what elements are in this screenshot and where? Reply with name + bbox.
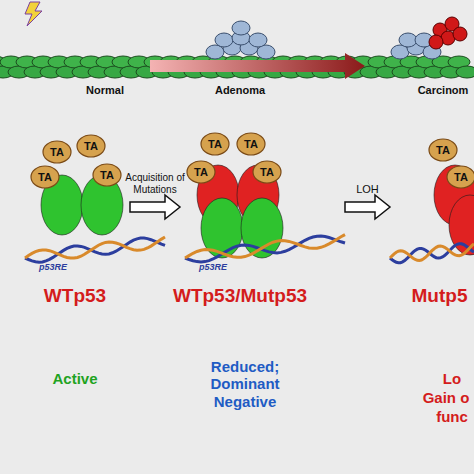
dna-strand	[390, 244, 474, 263]
step-label: LOH	[345, 183, 390, 196]
adenoma-cell	[399, 33, 417, 47]
ta-shape	[237, 133, 265, 155]
genotype-label: WTp53/Mutp53	[160, 285, 320, 307]
carcinoma-cell	[429, 35, 443, 49]
ta-shape	[253, 161, 281, 183]
adenoma-cell	[249, 33, 267, 47]
activity-label: Reduced; Dominant Negative	[200, 358, 290, 410]
ta-shape	[93, 164, 121, 186]
element-label: p53RE	[188, 262, 238, 272]
ta-shape	[429, 139, 457, 161]
domain-label: TA	[186, 160, 216, 184]
activity-label: Gain o	[418, 389, 474, 406]
dna-helix	[25, 235, 474, 263]
domain-label: TA	[30, 165, 60, 189]
step-arrow	[130, 195, 390, 219]
ta-shape	[77, 135, 105, 157]
stage-label: Adenoma	[205, 84, 275, 97]
ta-shape	[43, 141, 71, 163]
ta-domain: TA	[252, 160, 282, 184]
ta-shape	[187, 161, 215, 183]
ta-shape	[31, 166, 59, 188]
carcinoma-cell	[453, 27, 467, 41]
activity-label: func	[430, 408, 474, 425]
ta-domain: TA	[30, 165, 60, 189]
stage-label: Normal	[75, 84, 135, 97]
progression-arrow	[150, 53, 365, 79]
cell-layer	[0, 17, 474, 78]
domain-label: TA	[236, 132, 266, 156]
domain-label: TA	[428, 138, 458, 162]
ta-domain: TA	[76, 134, 106, 158]
genotype-label: Mutp5	[405, 285, 474, 307]
ta-domain: TA	[92, 163, 122, 187]
element-label: p53RE	[28, 262, 78, 272]
dna-strand	[390, 244, 474, 261]
ta-domain: TA	[236, 132, 266, 156]
domain-label: TA	[200, 132, 230, 156]
dna-strand	[185, 235, 345, 258]
ta-shape	[201, 133, 229, 155]
ta-domain: TA	[42, 140, 72, 164]
domain-label: TA	[76, 134, 106, 158]
domain-label: TA	[92, 163, 122, 187]
ta-domain: TA	[428, 138, 458, 162]
step-label: Acquisition of Mutations	[114, 172, 196, 195]
adenoma-cell	[215, 33, 233, 47]
dna-strand	[25, 237, 165, 258]
genotype-label: WTp53	[20, 285, 130, 307]
stage-label: Carcinom	[412, 84, 474, 97]
activity-label: Active	[30, 370, 120, 387]
activity-label: Lo	[430, 370, 474, 387]
ta-domain: TA	[200, 132, 230, 156]
ta-shape	[447, 166, 474, 188]
ta-domain: TA	[446, 165, 474, 189]
adenoma-cell	[232, 21, 250, 35]
domain-label: TA	[446, 165, 474, 189]
lightning-bolt	[25, 2, 42, 26]
epithelial-cell	[456, 66, 474, 78]
ta-domain: TA	[186, 160, 216, 184]
domain-label: TA	[42, 140, 72, 164]
domain-label: TA	[252, 160, 282, 184]
